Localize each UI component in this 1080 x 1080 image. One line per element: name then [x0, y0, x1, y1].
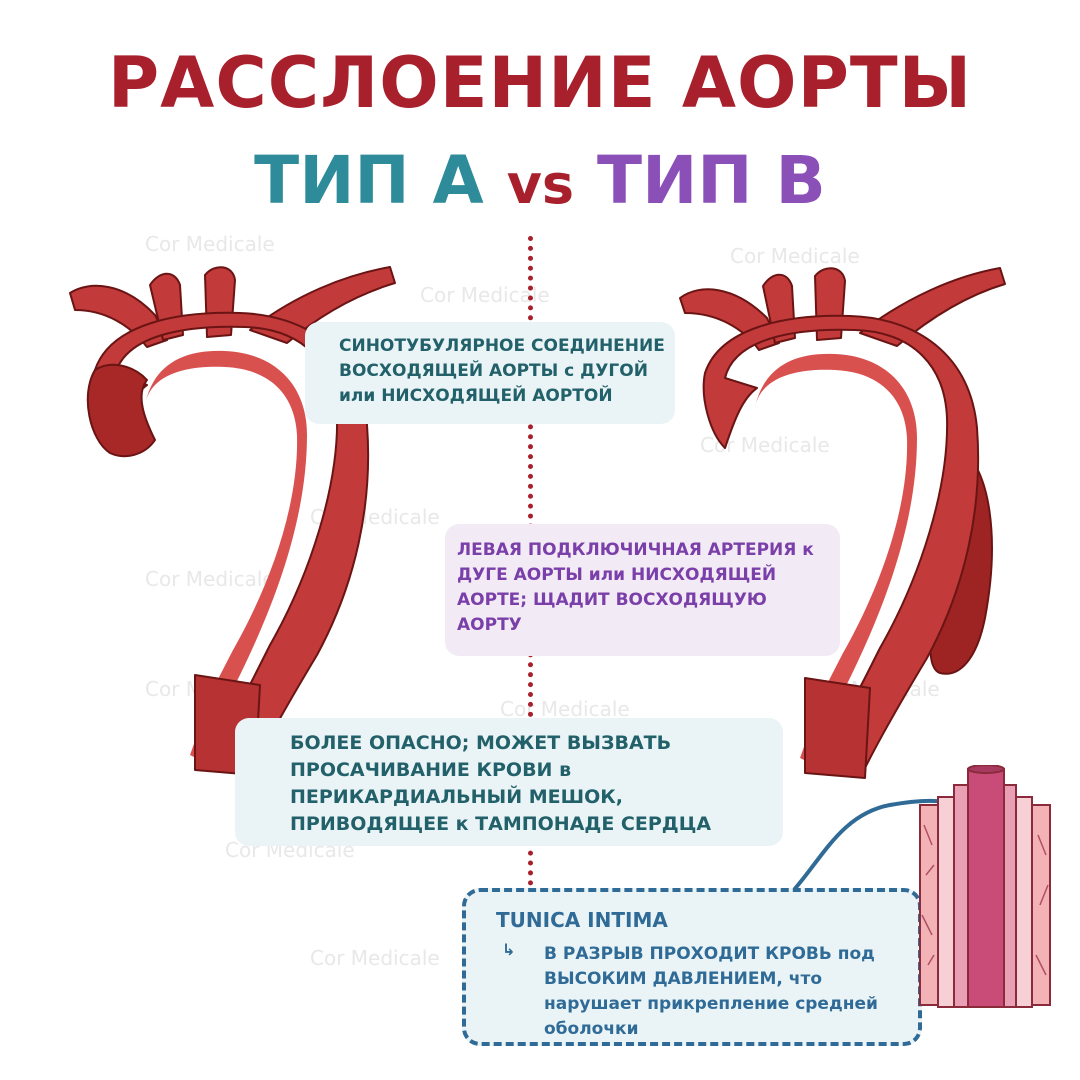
page-subtitle: ТИП А vs ТИП В	[0, 142, 1080, 219]
note-type-b-subclavian-text: ЛЕВАЯ ПОДКЛЮЧИЧНАЯ АРТЕРИЯ к ДУГЕ АОРТЫ …	[457, 540, 814, 635]
type-a-label: ТИП А	[254, 142, 484, 219]
tunica-title: TUNICA INTIMA	[496, 908, 668, 932]
note-type-a-junction: СИНОТУБУЛЯРНОЕ СОЕДИНЕНИЕ ВОСХОДЯЩЕЙ АОР…	[305, 322, 675, 424]
aorta-type-b-illustration	[679, 267, 1006, 779]
note-type-a-danger-text: БОЛЕЕ ОПАСНО; МОЖЕТ ВЫЗВАТЬ ПРОСАЧИВАНИЕ…	[290, 732, 712, 835]
watermark: Cor Medicale	[730, 244, 860, 268]
watermark: Cor Medicale	[145, 567, 275, 591]
note-type-a-danger: БОЛЕЕ ОПАСНО; МОЖЕТ ВЫЗВАТЬ ПРОСАЧИВАНИЕ…	[235, 718, 783, 846]
watermark: Cor Medicale	[310, 946, 440, 970]
note-type-b-subclavian: ЛЕВАЯ ПОДКЛЮЧИЧНАЯ АРТЕРИЯ к ДУГЕ АОРТЫ …	[445, 524, 840, 656]
tunica-text: В РАЗРЫВ ПРОХОДИТ КРОВЬ под ВЫСОКИМ ДАВЛ…	[544, 944, 878, 1039]
arrow-return-icon: ↳	[502, 940, 516, 959]
aorta-type-a-illustration	[69, 266, 396, 776]
watermark: Cor Medicale	[500, 697, 630, 721]
watermark: Cor Medicale	[145, 232, 275, 256]
vs-label: vs	[506, 153, 575, 216]
tunica-intima-callout: TUNICA INTIMA ↳ В РАЗРЫВ ПРОХОДИТ КРОВЬ …	[462, 888, 922, 1046]
vessel-layers-illustration	[919, 765, 1051, 1008]
page-title: РАССЛОЕНИЕ АОРТЫ	[107, 42, 973, 124]
note-type-a-junction-text: СИНОТУБУЛЯРНОЕ СОЕДИНЕНИЕ ВОСХОДЯЩЕЙ АОР…	[339, 336, 665, 406]
type-b-label: ТИП В	[597, 142, 826, 219]
